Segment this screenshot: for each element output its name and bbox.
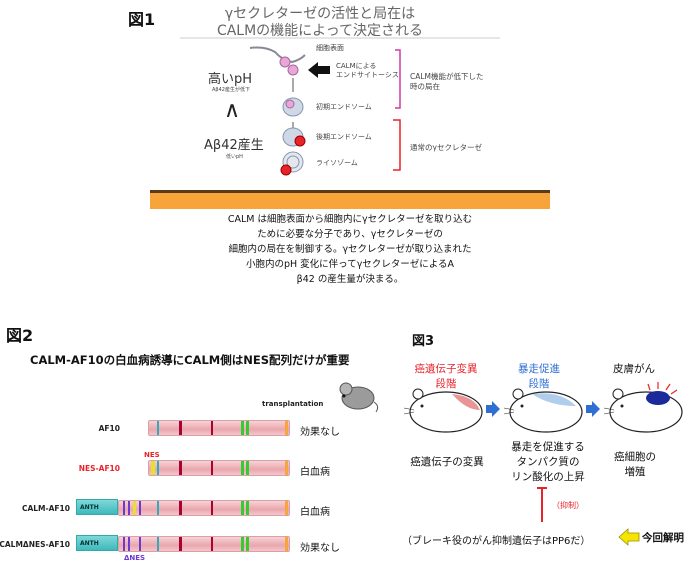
anth-domain-1: ANTH: [76, 499, 118, 515]
delta-nes-label: ΔNES: [124, 554, 146, 562]
row-calm-dnes-af10-result: 効果なし: [300, 543, 340, 554]
gamma-secretase-late: [294, 135, 306, 147]
gamma-secretase-endocytosis: [287, 64, 299, 76]
row-calm-dnes-af10-label: CALMΔNES-AF10: [0, 540, 70, 549]
bracket-calm-reduced: [395, 49, 401, 109]
caption-line1: CALM は細胞表面から細胞内にγセクレターゼを取り込む: [227, 214, 473, 225]
row-calm-af10-result: 白血病: [300, 507, 330, 518]
arrow-stage1-2: [486, 401, 500, 417]
mouse-icon: [339, 382, 379, 413]
anth-domain-2: ANTH: [76, 535, 118, 551]
gamma-secretase-lysosome: [280, 164, 292, 176]
arrow-stage2-3: [586, 401, 600, 417]
highlight-text: 今回解明: [642, 532, 684, 544]
inhibition-arrow: [537, 487, 547, 522]
mouse-2: [503, 388, 583, 433]
stage1-line2: 段階: [435, 378, 457, 390]
figure1-title: γセクレターゼの活性と局在は CALMの機能によって決定される: [180, 6, 460, 40]
low-ph-note: 低いpH: [226, 154, 243, 160]
bracket2-label: 通常のγセクレターゼ: [410, 143, 482, 152]
figure1-title-line2: CALMの機能によって決定される: [216, 23, 424, 39]
cap3-line2: 増殖: [624, 466, 646, 478]
bracket1-line1: CALM機能が低下した: [410, 72, 484, 81]
caption-oncogene-mutation: 癌遺伝子の変異: [410, 456, 484, 468]
mouse-3: [603, 382, 683, 433]
caption-line3: 細胞内の局在を制御する。γセクレターゼが取り込まれた: [228, 244, 472, 255]
row-nes-af10-label: NES-AF10: [78, 464, 120, 473]
lysosome-label: ライソゾーム: [316, 159, 358, 167]
stage2-label: 暴走促進 段階: [504, 362, 574, 392]
orange-band: [150, 193, 550, 209]
calm-endocytosis-label: CALMによる エンドサイトーシス: [336, 62, 399, 80]
brake-gene-text: （ブレーキ役のがん抑制遺伝子はPP6だ）: [402, 536, 591, 547]
calm-label-line2: エンドサイトーシス: [336, 71, 399, 79]
cap2-line3: リン酸化の上昇: [511, 471, 585, 483]
stage2-line1: 暴走促進: [518, 363, 560, 375]
ab42-label: Aβ42産生: [204, 138, 264, 153]
figure3-label: 図3: [412, 334, 435, 349]
calm-af10-construct: [118, 500, 290, 516]
high-ph-label: 高いpH: [208, 72, 253, 87]
early-endosome-label: 初期エンドソーム: [316, 103, 372, 111]
figure1-label: 図1: [128, 10, 156, 29]
cap2-line1: 暴走を促進する: [511, 441, 585, 453]
row-af10-result: 効果なし: [300, 427, 340, 438]
gamma-secretase-early: [285, 99, 295, 109]
inhibit-label: （抑制）: [552, 501, 584, 510]
late-endosome-label: 後期エンドソーム: [316, 133, 372, 141]
mouse-1: [403, 388, 483, 433]
figure1-caption: CALM は細胞表面から細胞内にγセクレターゼを取り込む ために必要な分子であり…: [185, 212, 515, 287]
calm-label-line1: CALMによる: [336, 62, 377, 70]
membrane-label: 細胞表面: [316, 44, 344, 52]
figure2-label: 図2: [6, 326, 34, 345]
figure1-diagram: [150, 37, 550, 209]
greater-than-symbol: ∧: [224, 98, 241, 123]
af10-construct: [148, 420, 290, 436]
gamma-secretase-surface: [279, 56, 291, 68]
row-calm-af10-label: CALM-AF10: [21, 504, 70, 513]
row-nes-af10-result: 白血病: [300, 467, 330, 478]
row-af10-label: AF10: [98, 424, 120, 433]
figure2-title: CALM-AF10の白血病誘導にCALM側はNES配列だけが重要: [30, 353, 350, 367]
nes-tag: NES: [144, 451, 160, 459]
transplantation-label: transplantation: [262, 400, 324, 408]
stage2-line2: 段階: [528, 378, 550, 390]
mice-diagram: [403, 382, 683, 433]
caption-proliferation: 癌細胞の 増殖: [604, 450, 666, 480]
caption-line2: ために必要な分子であり、γセクレターゼの: [257, 229, 443, 240]
stage1-line1: 癌遺伝子変異: [414, 363, 478, 375]
stage3-label: 皮膚がん: [613, 363, 655, 375]
cell-membrane: [249, 46, 306, 64]
highlight-arrow-icon: [618, 528, 640, 546]
caption-phosphorylation: 暴走を促進する タンパク質の リン酸化の上昇: [496, 440, 600, 485]
caption-line5: β42 の産生量が決まる。: [296, 274, 404, 285]
bracket1-line2: 時の局在: [410, 82, 440, 91]
high-ph-note: Aβ42産生が低下: [212, 87, 250, 93]
calm-dnes-af10-construct: [118, 536, 290, 552]
cap2-line2: タンパク質の: [516, 456, 580, 468]
bracket1-label: CALM機能が低下した 時の局在: [410, 72, 484, 92]
lysosome-ring: [286, 155, 300, 169]
cap3-line1: 癌細胞の: [614, 451, 656, 463]
orange-band-edge: [150, 190, 550, 193]
caption-line4: 小胞内のpH 変化に伴ってγセクレターゼによるA: [245, 259, 455, 270]
figure1-title-line1: γセクレターゼの活性と局在は: [224, 6, 416, 22]
bracket-normal: [393, 119, 401, 171]
stage1-label: 癌遺伝子変異 段階: [404, 362, 488, 392]
calm-pointer-arrow: [308, 62, 330, 78]
nes-af10-construct: [148, 460, 290, 476]
